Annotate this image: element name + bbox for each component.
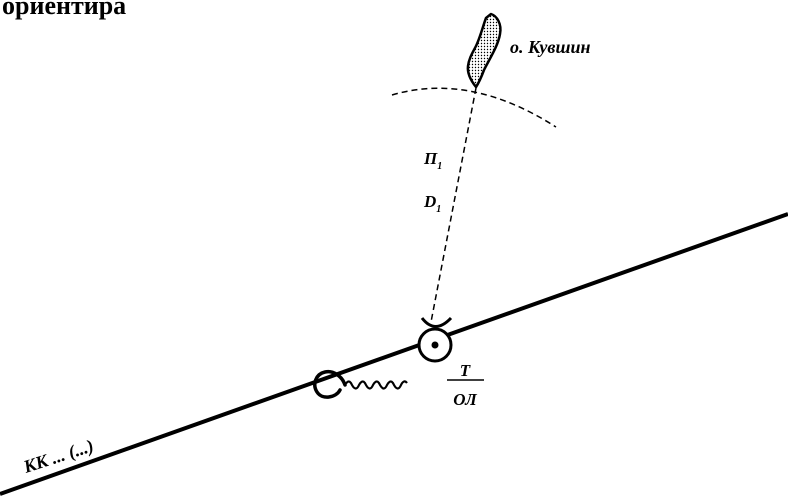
wavy-connector [344,380,408,390]
bearing-letter: П [423,149,438,168]
fix-log-label: ОЛ [453,390,478,409]
distance-label: D1 [423,192,441,215]
dead-reckoning-symbol [313,369,347,399]
landmark-label: о. Кувшин [510,37,590,57]
island-kuvshin [466,12,502,89]
page-title: ориентира [2,0,127,20]
distance-letter: D [423,192,436,211]
distance-subscript: 1 [436,204,441,215]
distance-arc [391,87,557,128]
observed-fix-symbol [417,316,453,363]
fix-time-label: Т [460,361,471,380]
bearing-label: П1 [423,149,442,172]
course-line [0,212,788,496]
bearing-subscript: 1 [437,161,442,172]
